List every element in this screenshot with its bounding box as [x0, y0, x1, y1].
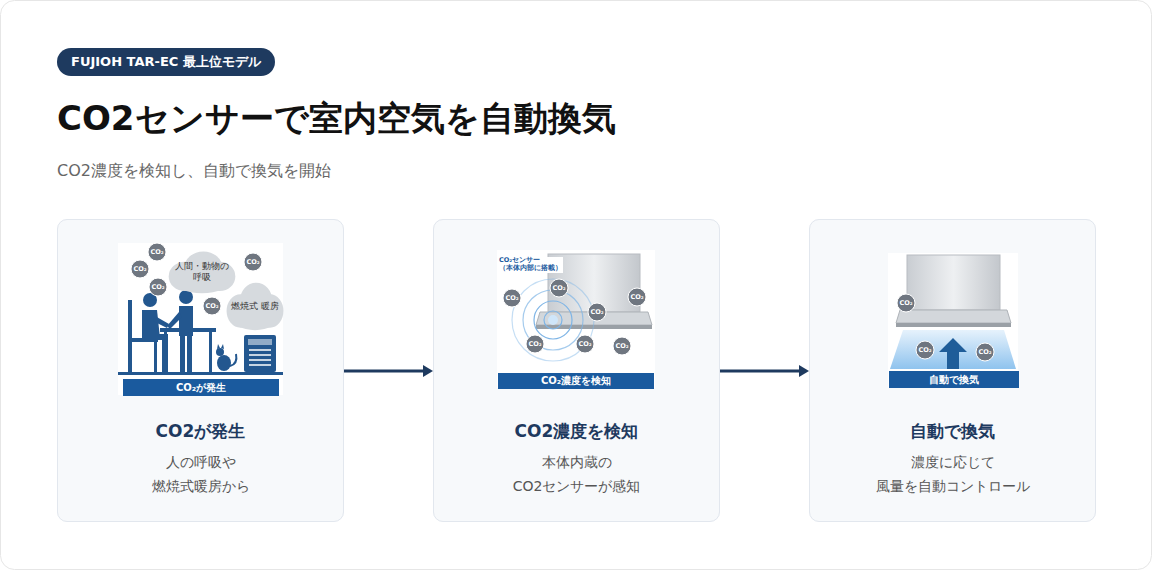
step-description: 濃度に応じて 風量を自動コントロール — [869, 450, 1037, 498]
caption-band: 自動で換気 — [889, 371, 1019, 388]
arrow-head — [799, 365, 809, 377]
step-description: 人の呼吸や 燃焼式暖房から — [145, 450, 257, 498]
co2-bubble-label: CO₂ — [630, 294, 643, 301]
co2-bubble-label: CO₂ — [205, 303, 218, 310]
band-text: 自動で換気 — [929, 375, 979, 385]
flow-arrow — [720, 370, 800, 373]
arrow-head — [423, 365, 433, 377]
co2-bubble-label: CO₂ — [590, 309, 603, 316]
co2-bubble-label: CO₂ — [899, 300, 912, 307]
co2-bubble-label: CO₂ — [246, 259, 259, 266]
page-title: CO2センサーで室内空気を自動換気 — [57, 96, 616, 140]
caption-band: CO₂が発生 — [123, 379, 279, 396]
model-badge: FUJIOH TAR-EC 最上位モデル — [57, 48, 275, 76]
co2-bubble-label: CO₂ — [505, 295, 518, 302]
co2-bubble-label: CO₂ — [552, 285, 565, 292]
page-subtitle: CO2濃度を検知し、自動で換気を開始 — [57, 159, 331, 183]
step-heading: CO2が発生 — [58, 419, 343, 443]
band-text: CO₂が発生 — [176, 383, 226, 393]
step-card: CO2濃度を検知本体内蔵の CO2センサーが感知 CO₂濃度を検知 — [433, 219, 720, 522]
co2-bubble-label: CO₂ — [918, 347, 931, 354]
co2-bubble-label: CO₂ — [528, 341, 541, 348]
step-card: CO2が発生人の呼吸や 燃焼式暖房から 人間・動物の 呼吸燃焼式 暖房 CO₂が発生 — [57, 219, 344, 522]
step-card: 自動で換気濃度に応じて 風量を自動コントロール 自動で換気 — [809, 219, 1096, 522]
sensor-note: CO₂センサー （本体内部に搭載） — [499, 257, 563, 273]
co2-bubble-label: CO₂ — [133, 266, 146, 273]
step-heading: 自動で換気 — [810, 419, 1095, 443]
cloud-text: 人間・動物の 呼吸 — [168, 261, 236, 283]
co2-bubble-label: CO₂ — [151, 284, 164, 291]
cloud-bubble: 燃焼式 暖房 — [226, 281, 284, 331]
co2-bubble-label: CO₂ — [578, 341, 591, 348]
flow-arrow — [344, 370, 424, 373]
co2-bubble-label: CO₂ — [615, 343, 628, 350]
cloud-bubble: 人間・動物の 呼吸 — [168, 250, 236, 294]
caption-band: CO₂濃度を検知 — [498, 373, 654, 389]
step-description: 本体内蔵の CO2センサーが感知 — [501, 450, 653, 498]
step-heading: CO2濃度を検知 — [434, 419, 719, 443]
badge-text: FUJIOH TAR-EC 最上位モデル — [57, 48, 275, 76]
band-text: CO₂濃度を検知 — [541, 376, 611, 386]
co2-bubble-label: CO₂ — [978, 349, 991, 356]
cloud-text: 燃焼式 暖房 — [227, 301, 283, 312]
co2-bubble-label: CO₂ — [150, 249, 163, 256]
